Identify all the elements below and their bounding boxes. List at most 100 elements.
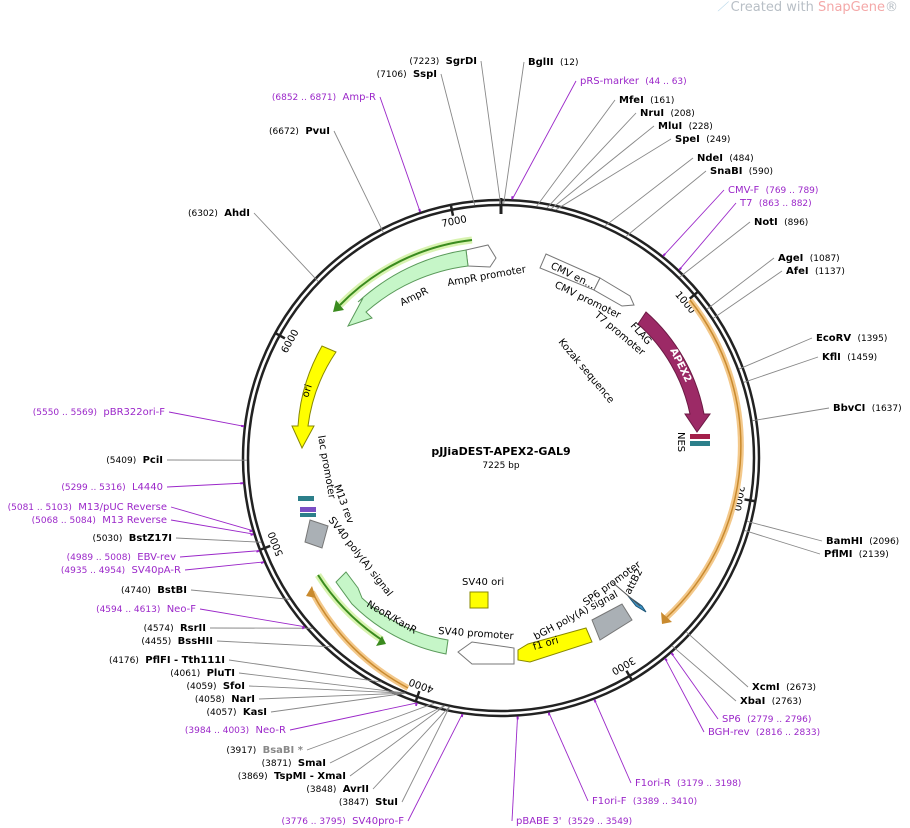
nes-label: NES: [675, 432, 686, 452]
primer-mark: [414, 702, 418, 707]
site-label[interactable]: (4059) SfoI: [187, 681, 245, 692]
site-label[interactable]: (6672) PvuI: [269, 126, 330, 137]
plasmid-size: 7225 bp: [482, 461, 519, 471]
site-label[interactable]: (3869) TspMI - XmaI: [238, 771, 346, 782]
primer-marks: [240, 196, 682, 720]
primer-label[interactable]: pRS-marker (44 .. 63): [580, 76, 687, 87]
site-label[interactable]: (3848) AvrII: [306, 784, 369, 795]
site-label[interactable]: (4061) PluTI: [170, 668, 235, 679]
site-label[interactable]: (4057) KasI: [207, 707, 267, 718]
primer-label[interactable]: (3776 .. 3795) SV40pro-F: [282, 816, 405, 827]
tick-mark: [259, 544, 271, 552]
primer-mark: [664, 657, 668, 662]
primer-label[interactable]: F1ori-F (3389 .. 3410): [592, 796, 697, 807]
primer-mark: [670, 652, 675, 656]
tick-mark: [274, 331, 286, 340]
tick-mark: [744, 498, 756, 503]
site-label[interactable]: (4740) BstBI: [121, 585, 187, 596]
site-label[interactable]: KflI (1459): [822, 352, 877, 363]
primer-label[interactable]: (5550 .. 5569) pBR322ori-F: [33, 407, 166, 418]
kozak-label: Kozak sequence: [556, 337, 616, 406]
snapgene-watermark: ⟋Created with SnapGene®: [717, 0, 898, 15]
lac-marker: [298, 496, 314, 501]
site-label[interactable]: (3917) BsaBI *: [226, 745, 303, 756]
primer-mark: [249, 529, 253, 533]
primer-label[interactable]: (4935 .. 4954) SV40pA-R: [61, 565, 181, 576]
sv40-ori-label: SV40 ori: [462, 577, 504, 588]
primer-label[interactable]: BGH-rev (2816 .. 2833): [708, 727, 820, 738]
site-label[interactable]: (4058) NarI: [195, 694, 255, 705]
primer-label[interactable]: F1ori-R (3179 .. 3198): [635, 778, 741, 789]
site-label[interactable]: NotI (896): [754, 217, 808, 228]
site-label[interactable]: SnaBI (590): [710, 166, 773, 177]
site-label[interactable]: (3871) SmaI: [262, 758, 326, 769]
site-label[interactable]: AgeI (1087): [778, 253, 840, 264]
cmv-promoter-feature[interactable]: [593, 277, 635, 307]
site-label[interactable]: (3847) StuI: [339, 797, 398, 808]
primer-label[interactable]: (6852 .. 6871) Amp-R: [272, 92, 376, 103]
primer-label[interactable]: (3984 .. 4003) Neo-R: [185, 725, 286, 736]
primer-label[interactable]: (4594 .. 4613) Neo-F: [96, 604, 196, 615]
site-label[interactable]: (6302) AhdI: [188, 208, 250, 219]
site-label[interactable]: SpeI (249): [675, 134, 730, 145]
neokanr-feature[interactable]: [335, 571, 449, 655]
ampr-feature[interactable]: [346, 249, 469, 327]
primer-label[interactable]: SP6 (2779 .. 2796): [722, 714, 811, 725]
primer-label[interactable]: CMV-F (769 .. 789): [728, 185, 818, 196]
site-label[interactable]: NruI (208): [640, 108, 695, 119]
primer-mark: [662, 253, 666, 257]
primer-label[interactable]: (4989 .. 5008) EBV-rev: [67, 552, 176, 563]
primer-mark: [301, 625, 306, 630]
site-label[interactable]: BamHI (2096): [826, 536, 899, 547]
sv40-promoter-feature[interactable]: [457, 641, 515, 665]
sv40-ori-feature[interactable]: [469, 591, 489, 609]
sv40-polya-feature[interactable]: [304, 519, 329, 549]
site-label[interactable]: EcoRV (1395): [816, 333, 887, 344]
nes-feature[interactable]: [690, 434, 710, 439]
primer-mark: [547, 712, 551, 716]
site-label[interactable]: NdeI (484): [697, 153, 754, 164]
site-label[interactable]: XcmI (2673): [752, 682, 816, 693]
tick-mark: [449, 204, 455, 216]
tick-mark: [414, 690, 421, 702]
backbone: [241, 198, 761, 718]
site-label[interactable]: PflMI (2139): [824, 549, 889, 560]
site-label[interactable]: (4574) RsrII: [144, 623, 206, 634]
site-label[interactable]: BbvCI (1637): [833, 403, 902, 414]
ori-feature[interactable]: [291, 345, 337, 450]
apex2-feature[interactable]: [637, 311, 711, 433]
f1-ori-feature[interactable]: [517, 627, 593, 663]
primer-mark: [678, 267, 682, 271]
site-label[interactable]: MluI (228): [658, 121, 713, 132]
ampr-promoter-feature[interactable]: [465, 244, 497, 268]
features: [291, 244, 711, 665]
ori-label: ori: [300, 383, 314, 399]
snapgene-logo-icon: ⟋: [717, 0, 727, 15]
primer-mark: [593, 699, 597, 703]
site-label[interactable]: AfeI (1137): [786, 266, 845, 277]
primer-mark: [260, 561, 265, 565]
primer-mark: [255, 549, 260, 553]
bgh-polya-feature[interactable]: [591, 603, 633, 641]
site-label[interactable]: (4455) BssHII: [141, 636, 213, 647]
tick-mark: [688, 290, 699, 300]
site-label[interactable]: BglII (12): [528, 57, 579, 68]
primer-label[interactable]: T7 (863 .. 882): [739, 198, 812, 209]
primer-label[interactable]: (5081 .. 5103) M13/pUC Reverse: [8, 502, 167, 513]
sv40-polya-label: SV40 poly(A) signal: [326, 515, 395, 599]
site-label[interactable]: (4176) PflFI - Tth111I: [109, 655, 225, 666]
sv40-promoter-label: SV40 promoter: [438, 626, 515, 642]
plasmid-name: pJJiaDEST-APEX2-GAL9: [431, 445, 570, 458]
leader-lines: [166, 60, 830, 822]
site-label[interactable]: (7106) SspI: [377, 69, 437, 80]
site-label[interactable]: (5030) BstZ17I: [92, 533, 172, 544]
primer-label[interactable]: (5068 .. 5084) M13 Reverse: [32, 515, 167, 526]
primer-label[interactable]: pBABE 3' (3529 .. 3549): [516, 816, 632, 827]
site-label[interactable]: XbaI (2763): [740, 696, 802, 707]
primer-label[interactable]: (5299 .. 5316) L4440: [61, 482, 163, 493]
site-label[interactable]: (5409) PciI: [106, 455, 163, 466]
site-label[interactable]: (7223) SgrDI: [409, 56, 477, 67]
tick-label: 7000: [441, 214, 468, 230]
site-label[interactable]: MfeI (161): [619, 95, 674, 106]
